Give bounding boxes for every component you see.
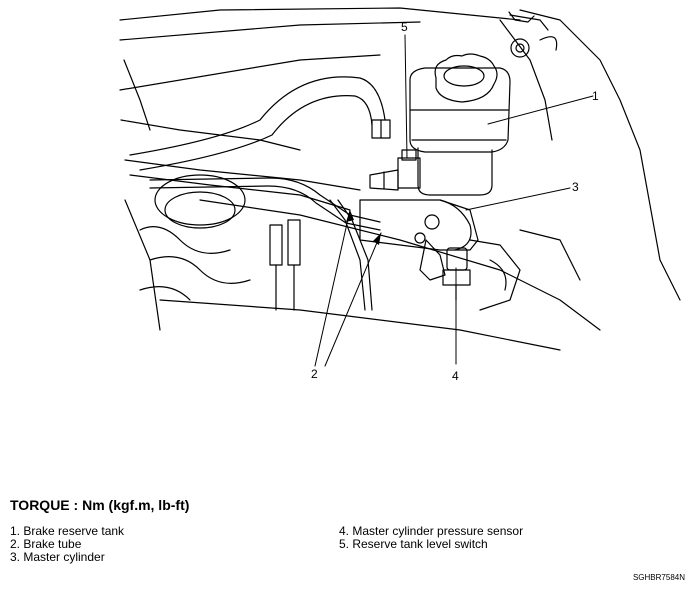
callout-5: 5: [401, 20, 408, 34]
legend-item-level-switch: 5. Reserve tank level switch: [339, 537, 488, 551]
parts-legend-left: 1. Brake reserve tank 2. Brake tube 3. M…: [10, 525, 124, 564]
figure-code: SGHBR7584N: [632, 573, 685, 582]
torque-heading: TORQUE : Nm (kgf.m, lb-ft): [10, 497, 190, 513]
level-switch-drawing: [369, 149, 421, 191]
callout-3: 3: [572, 180, 579, 194]
legend-item-master-cylinder: 3. Master cylinder: [10, 550, 105, 564]
legend-item-brake-tube: 2. Brake tube: [10, 537, 82, 551]
brake-reserve-tank-drawing: [409, 53, 511, 196]
callout-1: 1: [592, 89, 599, 103]
legend-item-pressure-sensor: 4. Master cylinder pressure sensor: [339, 524, 524, 538]
master-cylinder-drawing: [359, 199, 479, 281]
callout-4: 4: [452, 369, 459, 383]
parts-legend-right: 4. Master cylinder pressure sensor 5. Re…: [339, 525, 523, 551]
callout-2: 2: [311, 367, 318, 381]
hose: [129, 76, 391, 171]
legend-item-brake-reserve-tank: 1. Brake reserve tank: [10, 524, 125, 538]
engine-bay-background: [119, 7, 681, 351]
brake-master-cylinder-illustration: [119, 7, 681, 367]
leader-lines: [314, 34, 594, 367]
